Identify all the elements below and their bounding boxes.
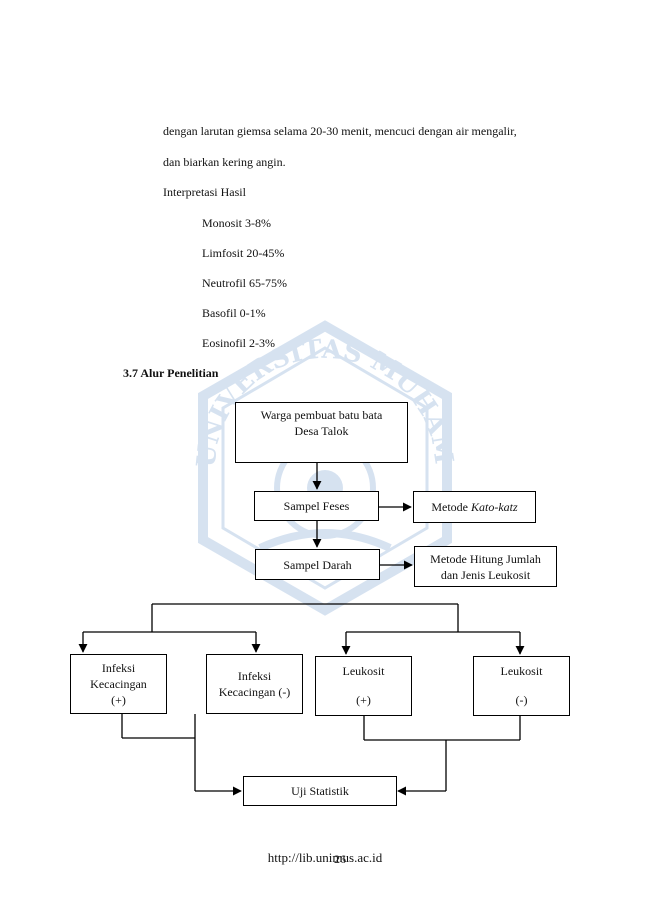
box-leukosit-positif: Leukosit (+) [315,656,412,716]
box-sampel-darah-label: Sampel Darah [283,557,352,572]
infeksi-pos-line1: Infeksi [101,661,136,675]
box-sampel-feses: Sampel Feses [254,491,379,521]
leukosit-pos-sign: (+) [356,693,371,707]
box-uji-statistik: Uji Statistik [243,776,397,806]
box-metode-kato-label: Metode Kato-katz [431,499,517,515]
box-infeksi-kecacingan-negatif: Infeksi Kecacingan (-) [206,654,303,714]
leukosit-neg-sign: (-) [515,693,528,707]
box-sampel-feses-label: Sampel Feses [283,499,350,513]
uji-statistik-label: Uji Statistik [291,784,349,798]
result-item-basofil: Basofil 0-1% [202,306,266,320]
footer-url[interactable]: http://lib.unimus.ac.id [267,850,383,865]
box-metode-hitung-leukosit: Metode Hitung Jumlah dan Jenis Leukosit [414,546,557,587]
box-metode-hitung-line1: Metode Hitung Jumlah [430,551,541,566]
box-infeksi-kecacingan-positif: Infeksi Kecacingan (+) [70,654,167,714]
box-metode-hitung-line2: dan Jenis Leukosit [440,567,531,582]
result-item-limfosit: Limfosit 20-45% [202,246,285,260]
box-sampel-darah: Sampel Darah [255,549,380,580]
box-warga-line2: Desa Talok [294,424,349,438]
page-number: 26 [334,852,346,866]
paragraph-line-1: dengan larutan giemsa selama 20-30 menit… [163,124,517,138]
infeksi-pos-line3: (+) [111,693,126,707]
leukosit-neg-label: Leukosit [500,664,543,678]
box-leukosit-negatif: Leukosit (-) [473,656,570,716]
result-item-monosit: Monosit 3-8% [202,216,271,230]
kato-emphasis: Kato-katz [470,500,518,514]
paragraph-line-2: dan biarkan kering angin. [163,155,286,169]
infeksi-neg-line2: Kecacingan (-) [218,685,291,699]
result-item-eosinofil: Eosinofil 2-3% [202,336,275,350]
leukosit-pos-label: Leukosit [342,664,385,678]
box-warga-line1: Warga pembuat batu bata [260,408,383,422]
kato-prefix: Metode [431,500,471,514]
result-item-neutrofil: Neutrofil 65-75% [202,276,287,290]
interpretasi-title: Interpretasi Hasil [163,185,246,199]
infeksi-pos-line2: Kecacingan [90,677,147,691]
box-metode-kato-katz: Metode Kato-katz [413,491,536,523]
section-heading: 3.7 Alur Penelitian [123,366,219,380]
infeksi-neg-line1: Infeksi [237,669,272,683]
box-warga-desa-talok: Warga pembuat batu bata Desa Talok [235,402,408,463]
